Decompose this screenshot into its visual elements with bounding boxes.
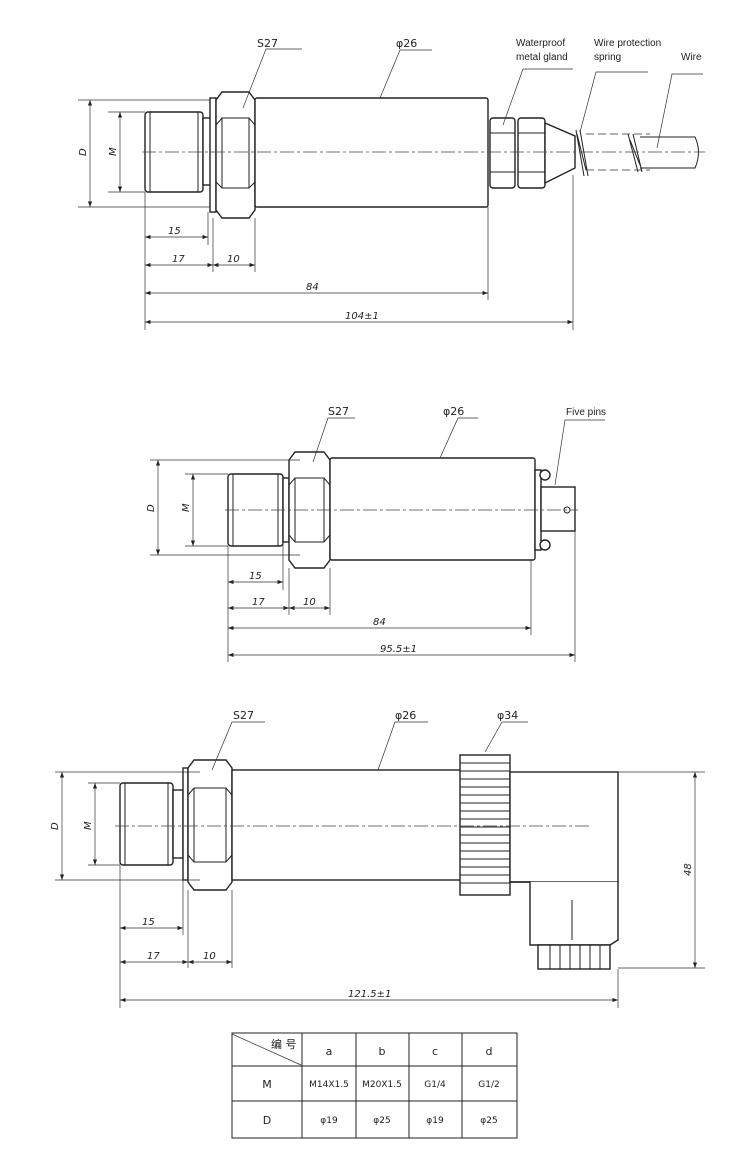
dim-17-3: 17: [147, 951, 160, 962]
cell-m-d: G1/2: [478, 1080, 499, 1090]
dim-17: 17: [172, 254, 185, 265]
dim-84: 84: [306, 282, 319, 293]
cell-m-c: G1/4: [424, 1080, 446, 1090]
cell-d-d: φ25: [480, 1116, 497, 1126]
d-label-2: D: [146, 504, 157, 512]
m-label-2: M: [181, 503, 192, 512]
gland-label-1: Waterproof: [516, 38, 565, 49]
d-label-3: D: [50, 822, 61, 830]
dim-total-2: 95.5±1: [380, 644, 417, 655]
dim-15-2: 15: [249, 571, 262, 582]
row-m-label: M: [262, 1078, 272, 1091]
m-label-3: M: [83, 821, 94, 830]
hex-label-2: S27: [328, 405, 349, 418]
cell-m-a: M14X1.5: [309, 1080, 349, 1090]
m-label: M: [108, 147, 119, 156]
dim-48: 48: [683, 863, 694, 876]
nut-diameter-label: φ34: [497, 709, 518, 722]
col-a: a: [326, 1045, 333, 1058]
drawing-cable-type: [78, 48, 705, 330]
hex-label-3: S27: [233, 709, 254, 722]
gland-label-2: metal gland: [516, 52, 568, 63]
table-corner: 编 号: [271, 1037, 297, 1051]
drawing-din-connector-type: [55, 721, 705, 1008]
dim-17-2: 17: [252, 597, 265, 608]
spec-table: [231, 1032, 518, 1139]
body-diameter-label: φ26: [396, 37, 417, 50]
hex-label: S27: [257, 37, 278, 50]
dim-10-2: 10: [303, 597, 316, 608]
cell-d-a: φ19: [320, 1116, 338, 1126]
body-diameter-label-3: φ26: [395, 709, 416, 722]
col-c: c: [432, 1045, 438, 1058]
col-d: d: [486, 1045, 493, 1058]
dim-10-3: 10: [203, 951, 216, 962]
dim-15: 15: [168, 226, 181, 237]
body-diameter-label-2: φ26: [443, 405, 464, 418]
wire-label: Wire: [681, 52, 702, 63]
dim-total-3: 121.5±1: [348, 989, 391, 1000]
row-d-label: D: [263, 1114, 271, 1127]
spring-label-2: spring: [594, 52, 621, 63]
d-label: D: [78, 148, 89, 156]
drawing-five-pin-type: [150, 417, 605, 662]
cell-d-c: φ19: [426, 1116, 444, 1126]
cell-d-b: φ25: [373, 1116, 390, 1126]
spring-label-1: Wire protection: [594, 38, 661, 49]
dim-15-3: 15: [142, 917, 155, 928]
five-pins-label: Five pins: [566, 407, 606, 418]
col-b: b: [379, 1045, 386, 1058]
dim-total: 104±1: [345, 311, 379, 322]
cell-m-b: M20X1.5: [362, 1080, 402, 1090]
dim-10: 10: [227, 254, 240, 265]
dim-84-2: 84: [373, 617, 386, 628]
